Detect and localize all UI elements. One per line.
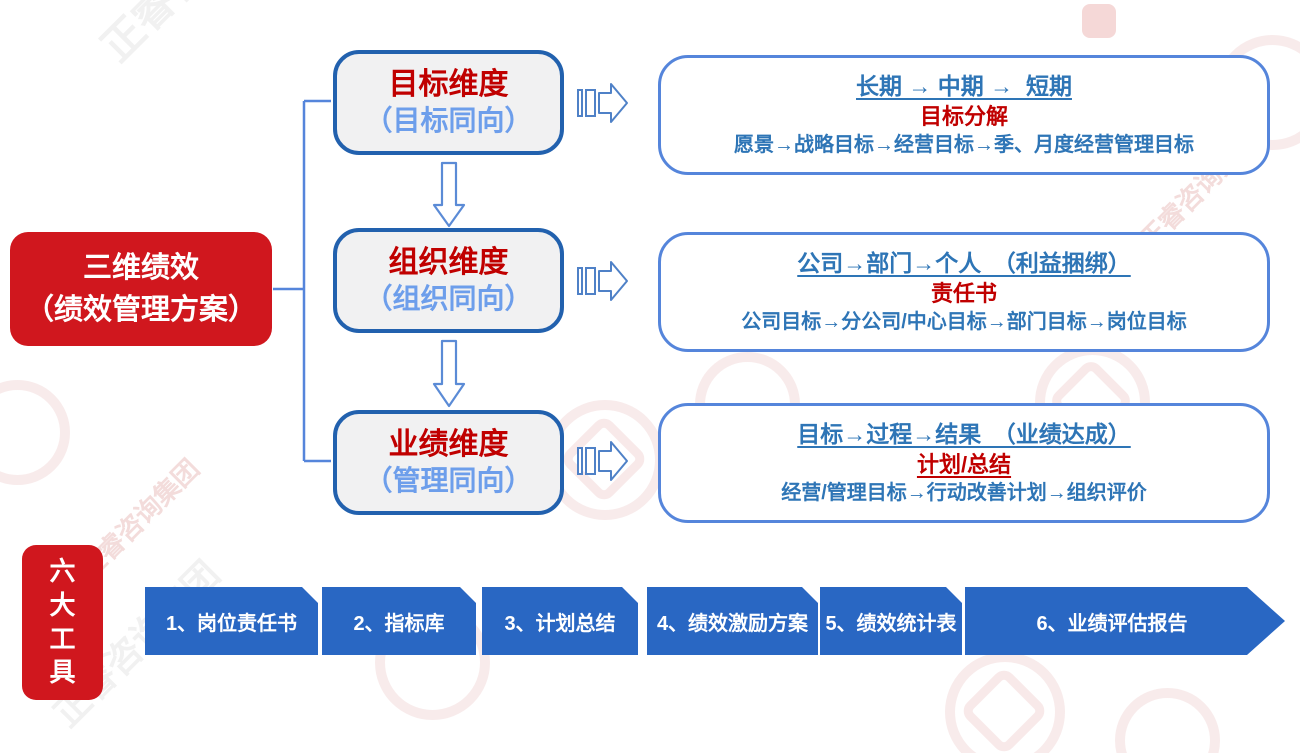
dimension-subtitle: （目标同向） (364, 104, 533, 136)
tool-item-6: 6、业绩评估报告 (965, 587, 1285, 655)
detail-box-goal: 长期 → 中期 → 短期 目标分解 愿景→战略目标→经营目标→季、月度经营管理目… (658, 55, 1270, 175)
watermark-logo-circle (0, 380, 70, 485)
detail-line1: 长期 → 中期 → 短期 (856, 72, 1072, 99)
watermark-text-topleft: 正睿咨询集团 (85, 0, 306, 73)
down-arrow-icon (432, 161, 466, 228)
tools-header-char: 具 (49, 657, 76, 688)
dimension-node-goal: 目标维度 （目标同向） (333, 50, 564, 155)
watermark-logo-circle (945, 652, 1065, 753)
tool-item-4: 4、绩效激励方案 (647, 587, 818, 655)
watermark-logo-square (558, 413, 650, 505)
detail-line1: 目标→过程→结果 （业绩达成） (797, 420, 1131, 447)
striped-right-arrow-icon (577, 441, 628, 481)
striped-right-arrow-icon (577, 261, 628, 301)
dimension-node-organization: 组织维度 （组织同向） (333, 228, 564, 333)
detail-line3: 经营/管理目标→行动改善计划→组织评价 (781, 482, 1147, 505)
tools-header: 六 大 工 具 (22, 545, 103, 700)
down-arrow-icon (432, 339, 466, 408)
dimension-title: 目标维度 (388, 68, 509, 102)
tool-item-1: 1、岗位责任书 (145, 587, 318, 655)
root-subtitle: （绩效管理方案） (24, 294, 257, 326)
detail-box-organization: 公司→部门→个人 （利益捆绑） 责任书 公司目标→分公司/中心目标→部门目标→岗… (658, 232, 1270, 352)
watermark-logo-square (958, 665, 1050, 753)
tool-item-5: 5、绩效统计表 (820, 587, 962, 655)
watermark-logo-circle (1115, 688, 1220, 753)
dimension-node-performance: 业绩维度 （管理同向） (333, 410, 564, 515)
watermark-logo-dot (1082, 4, 1116, 38)
tools-header-char: 工 (49, 623, 76, 654)
tool-item-2: 2、指标库 (322, 587, 476, 655)
tools-header-char: 大 (49, 589, 76, 620)
bracket-connector (273, 99, 331, 463)
dimension-subtitle: （管理同向） (364, 464, 533, 496)
striped-right-arrow-icon (577, 83, 628, 123)
root-title: 三维绩效 (82, 251, 199, 284)
detail-line2: 目标分解 (919, 103, 1008, 129)
detail-line2: 责任书 (930, 280, 997, 306)
root-node: 三维绩效 （绩效管理方案） (10, 232, 272, 346)
detail-line3: 愿景→战略目标→经营目标→季、月度经营管理目标 (734, 134, 1194, 157)
detail-line3: 公司目标→分公司/中心目标→部门目标→岗位目标 (741, 311, 1187, 334)
tool-item-3: 3、计划总结 (482, 587, 638, 655)
detail-line2: 计划/总结 (916, 451, 1012, 477)
detail-line1: 公司→部门→个人 （利益捆绑） (797, 249, 1131, 276)
dimension-title: 业绩维度 (388, 428, 509, 462)
tools-header-char: 六 (49, 555, 76, 586)
dimension-title: 组织维度 (388, 246, 509, 280)
dimension-subtitle: （组织同向） (364, 282, 533, 314)
detail-box-performance: 目标→过程→结果 （业绩达成） 计划/总结 经营/管理目标→行动改善计划→组织评… (658, 403, 1270, 523)
